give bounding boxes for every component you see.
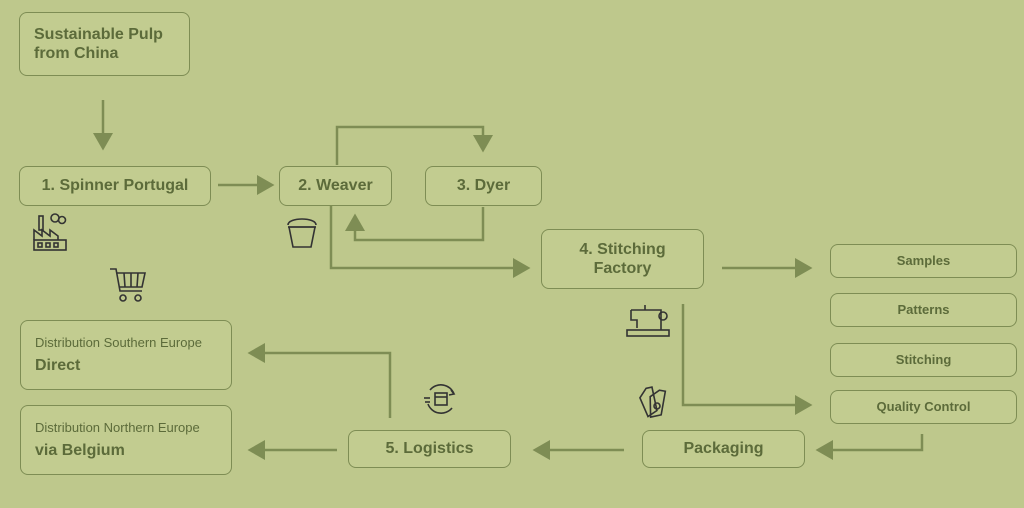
node-logistics: 5. Logistics — [348, 430, 511, 468]
node-stitching-label: Stitching — [895, 352, 952, 368]
distribution-north-method: via Belgium — [35, 442, 125, 460]
box-cycle-icon — [424, 384, 456, 414]
factory-icon — [33, 213, 67, 251]
node-quality-control: Quality Control — [830, 390, 1017, 424]
node-weaver-label: 2. Weaver — [298, 177, 373, 195]
shopping-cart-icon — [110, 268, 146, 302]
distribution-south-method: Direct — [35, 357, 81, 375]
arrow-weaver-to-dyer — [335, 125, 493, 165]
node-quality-control-label: Quality Control — [876, 399, 971, 415]
node-stitching-factory-label: 4. Stitching Factory — [579, 240, 666, 277]
node-dyer-label: 3. Dyer — [456, 177, 511, 195]
node-samples: Samples — [830, 244, 1017, 278]
node-packaging-label: Packaging — [683, 440, 764, 458]
bucket-icon — [287, 218, 317, 248]
node-spinner-label: 1. Spinner Portugal — [41, 177, 189, 195]
node-weaver: 2. Weaver — [279, 166, 392, 206]
node-stitching: Stitching — [830, 343, 1017, 377]
arrow-quality-to-packaging — [815, 434, 924, 460]
arrow-dyer-to-weaver — [345, 207, 485, 242]
node-patterns: Patterns — [830, 293, 1017, 327]
node-patterns-label: Patterns — [897, 302, 950, 318]
node-distribution-north: Distribution Northern Europe via Belgium — [20, 405, 232, 475]
arrow-factory-to-quality — [681, 304, 813, 415]
node-logistics-label: 5. Logistics — [385, 440, 474, 458]
sewing-machine-icon — [626, 305, 670, 337]
node-spinner: 1. Spinner Portugal — [19, 166, 211, 206]
node-pulp: Sustainable Pulp from China — [19, 12, 190, 76]
distribution-north-region: Distribution Northern Europe — [35, 419, 200, 435]
price-tags-icon — [639, 386, 667, 419]
distribution-south-region: Distribution Southern Europe — [35, 334, 202, 350]
node-distribution-south: Distribution Southern Europe Direct — [20, 320, 232, 390]
node-pulp-label: Sustainable Pulp from China — [34, 25, 163, 62]
node-samples-label: Samples — [896, 253, 951, 269]
node-packaging: Packaging — [642, 430, 805, 468]
arrow-weaver-to-stitching-factory — [329, 206, 531, 278]
arrow-logistics-to-south — [247, 343, 392, 418]
node-stitching-factory: 4. Stitching Factory — [541, 229, 704, 289]
node-dyer: 3. Dyer — [425, 166, 542, 206]
